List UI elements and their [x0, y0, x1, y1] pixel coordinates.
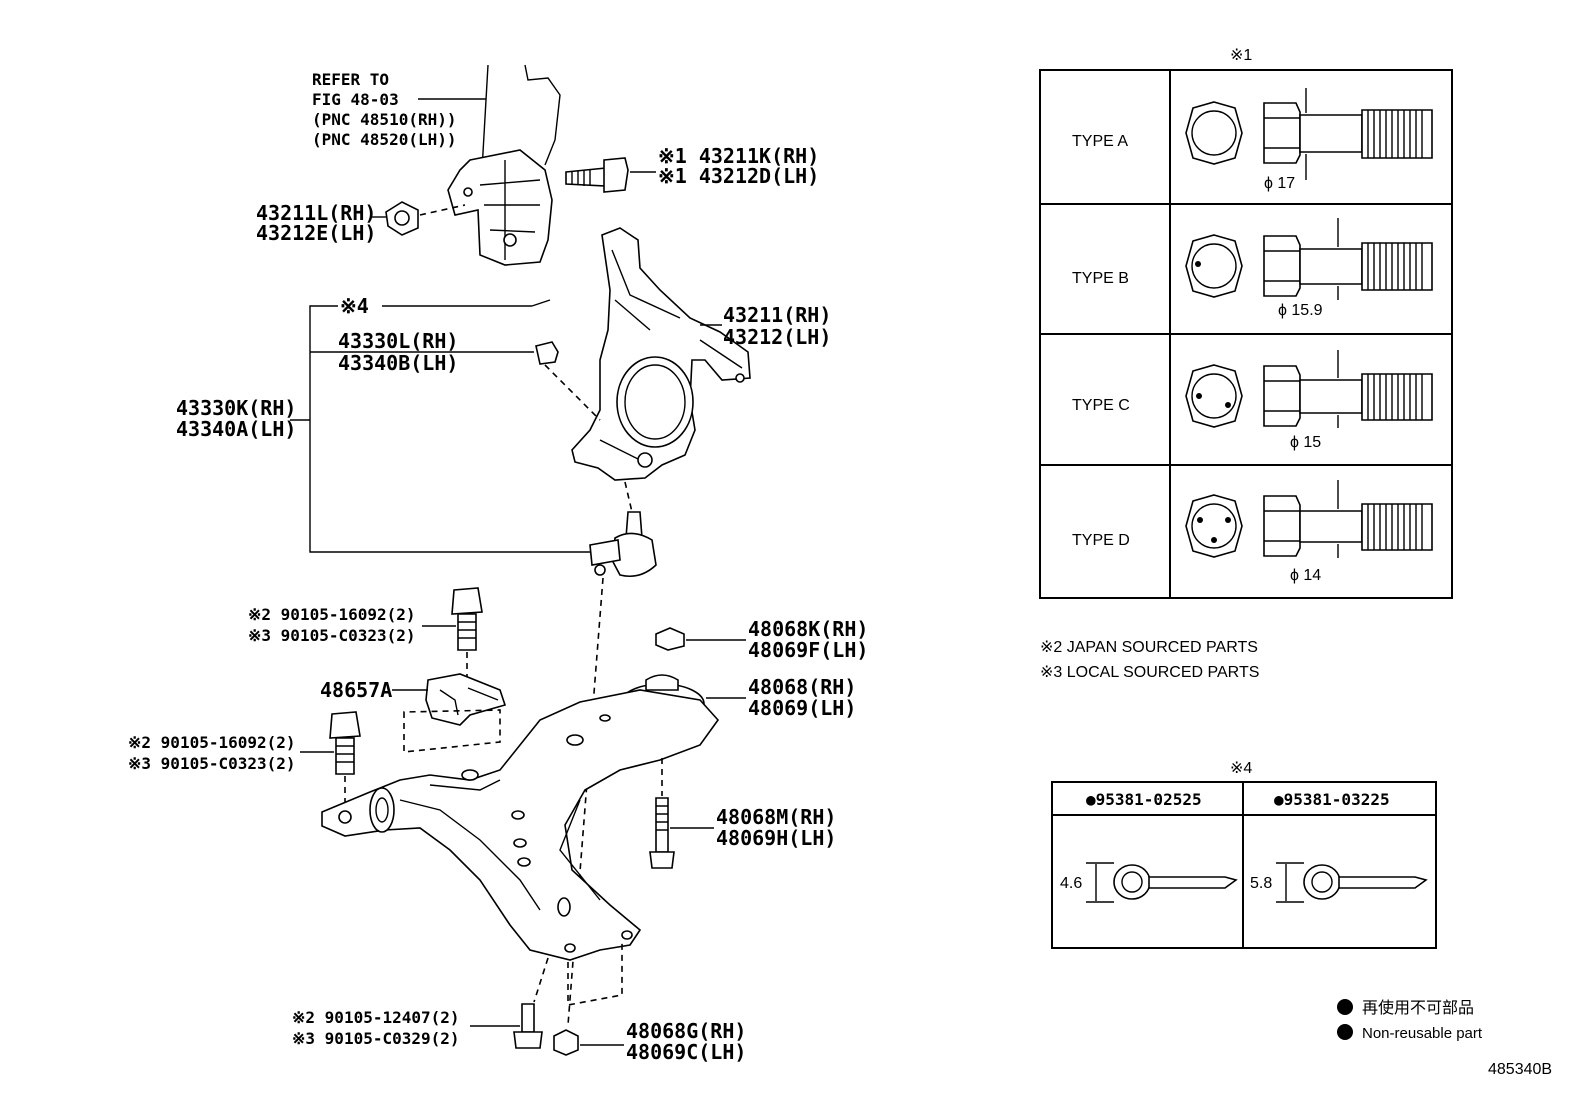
bullet-icon [1337, 1024, 1353, 1040]
table1-type-c: TYPE C [1072, 397, 1130, 414]
table1-dia-b: ϕ 15.9 [1278, 302, 1323, 319]
legend-en: Non-reusable part [1362, 1025, 1483, 1042]
label-bolt-mid-3: ※3 90105-C0323(2) [128, 754, 296, 773]
table1-type-a: TYPE A [1072, 133, 1128, 150]
table4-mark: ※4 [1230, 760, 1252, 777]
bracket-bolt-mid [329, 711, 361, 775]
label-bolt-mid-2: ※2 90105-16092(2) [128, 733, 296, 752]
hub-bolt-b [1185, 218, 1433, 300]
label-bolt-lh: ※1 43212D(LH) [658, 164, 819, 188]
cotter-pin [535, 341, 559, 365]
label-pin-lh: 43340B(LH) [338, 351, 458, 375]
strut-refer-3: (PNC 48510(RH)) [312, 110, 457, 129]
lower-control-arm [321, 689, 720, 961]
strut-refer-2: FIG 48-03 [312, 90, 399, 109]
table4-dim1: 4.6 [1060, 875, 1082, 892]
arm-bolt [649, 797, 675, 869]
label-bolt-arm-rh: 48068M(RH) [716, 805, 836, 829]
note-local: ※3 LOCAL SOURCED PARTS [1040, 664, 1259, 681]
ball-joint [589, 511, 657, 578]
table4-col1: ●95381-02525 [1086, 790, 1202, 809]
cotter-pin-2 [1276, 862, 1428, 903]
table1-mark: ※1 [1230, 47, 1252, 64]
label-bolt-rh: ※1 43211K(RH) [658, 144, 819, 168]
table1-dia-c: ϕ 15 [1290, 434, 1321, 451]
note-japan: ※2 JAPAN SOURCED PARTS [1040, 639, 1258, 656]
bullet-icon [1337, 999, 1353, 1015]
bracket-bolt-lower [513, 1003, 543, 1049]
table1-dia-a: ϕ 17 [1264, 175, 1295, 192]
hub-bolt-a [1185, 88, 1433, 180]
label-bolt-upper-3: ※3 90105-C0323(2) [248, 626, 416, 645]
label-bolt-arm-lh: 48069H(LH) [716, 826, 836, 850]
table1-type-d: TYPE D [1072, 532, 1130, 549]
strut-refer-4: (PNC 48520(LH)) [312, 130, 457, 149]
diagram-id: 485340B [1488, 1061, 1552, 1078]
label-bolt-low-2: ※2 90105-12407(2) [292, 1008, 460, 1027]
table1: TYPE A TYPE B TYPE C TYPE D [1039, 69, 1453, 599]
arm-nut [655, 627, 685, 651]
label-nut-low-lh: 48069C(LH) [626, 1040, 746, 1064]
hub-bolt-d [1185, 480, 1433, 558]
label-balljoint-lh: 43340A(LH) [176, 417, 296, 441]
table1-dia-d: ϕ 14 [1290, 567, 1321, 584]
table4-dim2: 5.8 [1250, 875, 1272, 892]
label-bush-lh: 48069(LH) [748, 696, 856, 720]
cotter-pin-1 [1086, 862, 1238, 903]
table4-col2: ●95381-03225 [1274, 790, 1390, 809]
strut-refer-1: REFER TO [312, 70, 389, 89]
label-bolt-upper-2: ※2 90105-16092(2) [248, 605, 416, 624]
bracket-bolt-upper [451, 587, 483, 651]
label-pin-rh: 43330L(RH) [338, 329, 458, 353]
strut-assembly [447, 64, 561, 266]
label-nut-rh: 43211L(RH) [256, 201, 376, 225]
label-knuckle-lh: 43212(LH) [723, 325, 831, 349]
lower-nut [553, 1029, 579, 1056]
label-nut-low-rh: 48068G(RH) [626, 1019, 746, 1043]
label-bracket: 48657A [320, 678, 392, 702]
steering-knuckle [571, 227, 751, 481]
upper-nut [385, 201, 419, 236]
label-bush-rh: 48068(RH) [748, 675, 856, 699]
stabilizer-bracket [425, 673, 507, 726]
label-mark4: ※4 [340, 294, 369, 318]
label-knuckle-rh: 43211(RH) [723, 303, 831, 327]
label-nut-arm-lh: 48069F(LH) [748, 638, 868, 662]
table1-type-b: TYPE B [1072, 270, 1129, 287]
legend-jp: 再使用不可部品 [1362, 999, 1474, 1017]
table4: ●95381-02525 ●95381-03225 4.6 5.8 [1051, 781, 1437, 949]
label-nut-arm-rh: 48068K(RH) [748, 617, 868, 641]
hub-bolt-c [1185, 350, 1433, 428]
label-balljoint-rh: 43330K(RH) [176, 396, 296, 420]
label-bolt-low-3: ※3 90105-C0329(2) [292, 1029, 460, 1048]
label-nut-lh: 43212E(LH) [256, 221, 376, 245]
upper-bolt [565, 157, 629, 193]
